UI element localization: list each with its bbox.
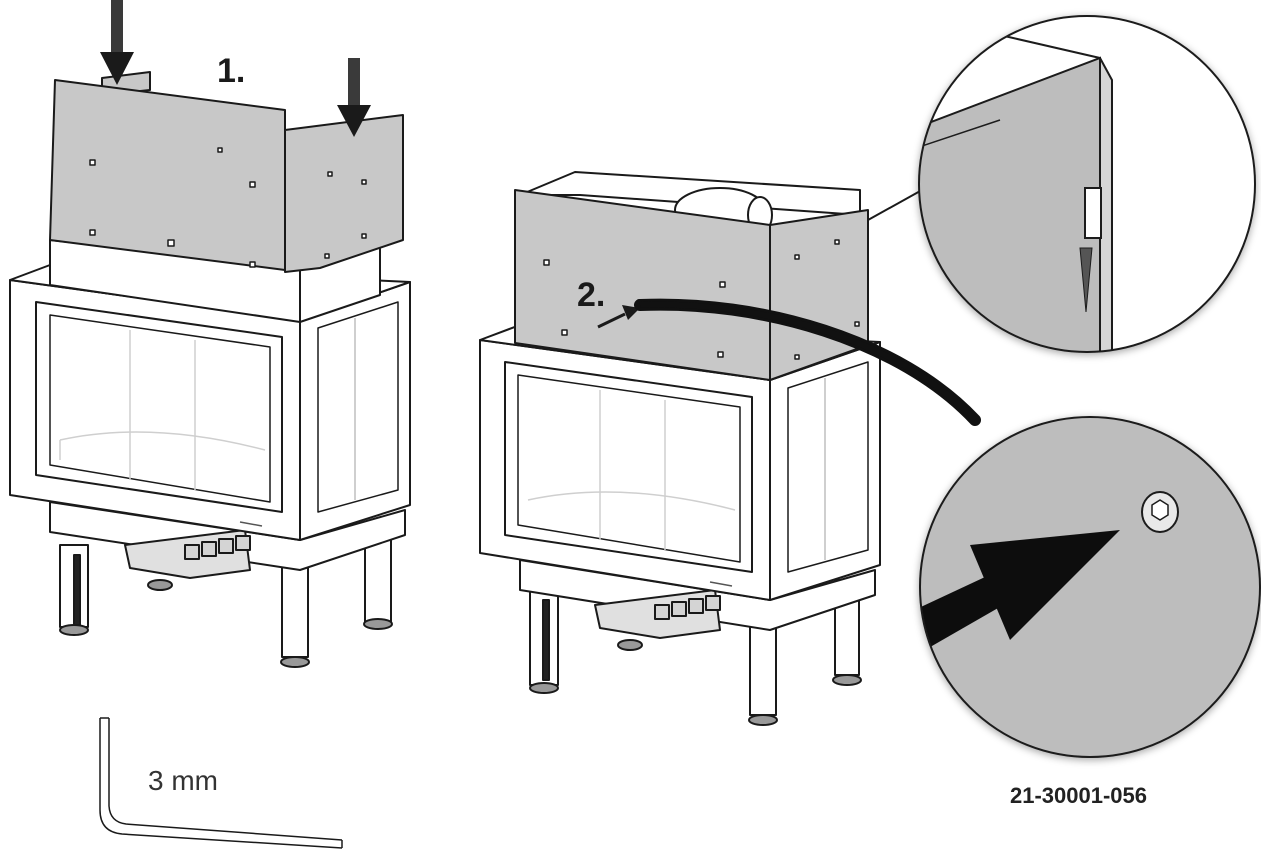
glass-right bbox=[527, 390, 736, 550]
allen-key-icon bbox=[99, 717, 343, 849]
grill-right bbox=[654, 595, 721, 620]
insert-arrow-large bbox=[920, 530, 1120, 650]
fireplace-step-2 bbox=[479, 171, 881, 726]
top-zoom-leader bbox=[867, 189, 923, 221]
glass-left bbox=[59, 330, 266, 490]
grill-left bbox=[184, 535, 251, 560]
fireplace-step-1 bbox=[9, 71, 411, 668]
zoom-detail-bottom bbox=[919, 416, 1261, 758]
wrench-size-label: 3 mm bbox=[148, 765, 218, 796]
zoom-detail-top bbox=[918, 15, 1256, 353]
part-number-label: 21-30001-056 bbox=[1010, 783, 1148, 808]
step-1-label: 1. bbox=[217, 52, 246, 90]
arrow-down-icon bbox=[100, 0, 134, 85]
screw-icon bbox=[1141, 491, 1179, 533]
arrow-down-icon bbox=[337, 58, 371, 137]
step-2-label: 2. bbox=[577, 276, 606, 314]
panel-holes-left bbox=[89, 147, 367, 268]
